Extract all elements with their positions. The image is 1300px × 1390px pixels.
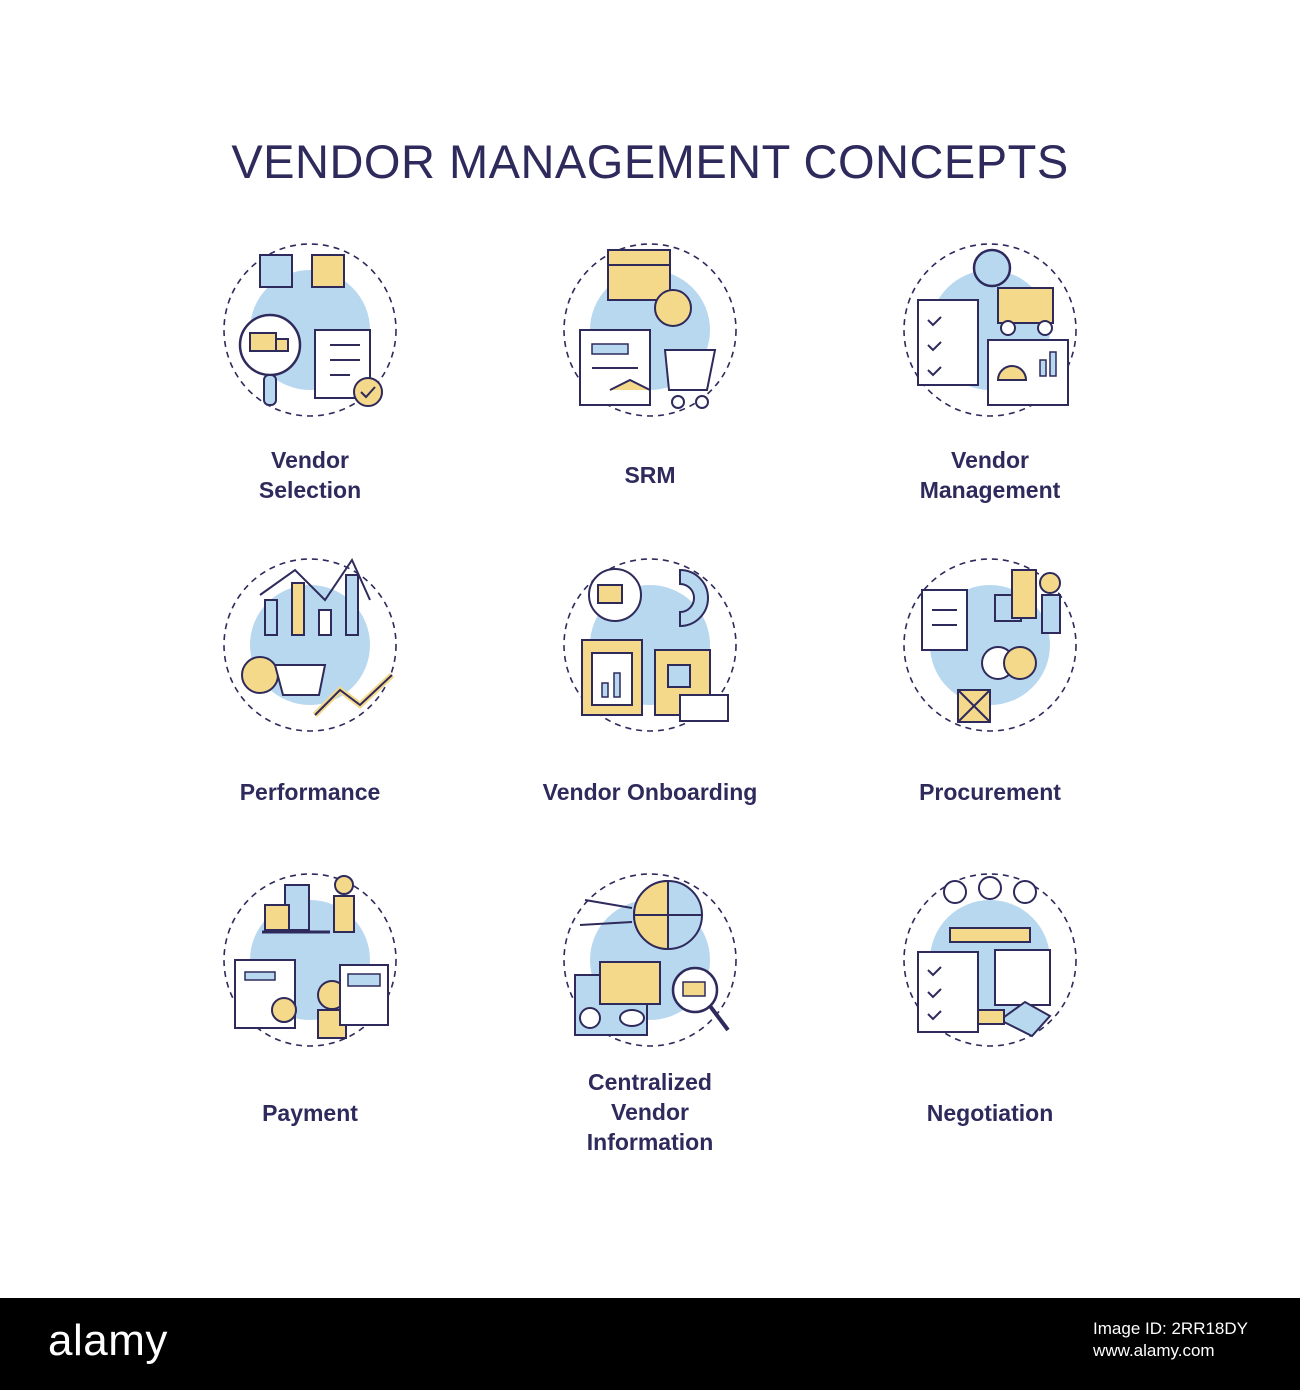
page-title: VENDOR MANAGEMENT CONCEPTS <box>231 135 1069 188</box>
concept-label: Vendor Selection <box>258 447 362 503</box>
concept-label: Vendor Management <box>919 447 1061 503</box>
vendor-management-icon <box>900 240 1080 420</box>
concept-label: Performance <box>239 779 381 805</box>
concept-card-srm: SRM <box>500 240 800 570</box>
concept-label: Negotiation <box>926 1100 1054 1126</box>
watermark-footer: alamy Image ID: 2RR18DY www.alamy.com <box>0 1298 1300 1390</box>
performance-icon <box>220 555 400 735</box>
brand-logo: alamy <box>48 1316 168 1365</box>
image-id-text: Image ID: 2RR18DY <box>1093 1319 1248 1338</box>
site-text: www.alamy.com <box>1093 1341 1215 1360</box>
concept-card-payment: Payment <box>160 870 460 1200</box>
vendor-selection-icon <box>220 240 400 420</box>
concept-card-procurement: Procurement <box>840 555 1140 885</box>
concept-label: Procurement <box>919 779 1061 805</box>
payment-icon <box>220 870 400 1050</box>
vendor-onboarding-icon <box>560 555 740 735</box>
concept-card-centralized-vendor-information: Centralized Vendor Information <box>500 870 800 1200</box>
concept-card-vendor-onboarding: Vendor Onboarding <box>500 555 800 885</box>
srm-icon <box>560 240 740 420</box>
concept-label: Centralized Vendor Information <box>586 1069 714 1155</box>
concept-card-vendor-selection: Vendor Selection <box>160 240 460 570</box>
image-code: Image ID: 2RR18DY www.alamy.com <box>1093 1318 1248 1362</box>
procurement-icon <box>900 555 1080 735</box>
concept-label: Vendor Onboarding <box>542 779 758 805</box>
concept-card-performance: Performance <box>160 555 460 885</box>
concept-label: Payment <box>262 1100 358 1126</box>
centralized-vendor-information-icon <box>560 870 740 1050</box>
concept-card-vendor-management: Vendor Management <box>840 240 1140 570</box>
concept-card-negotiation: Negotiation <box>840 870 1140 1200</box>
negotiation-icon <box>900 870 1080 1050</box>
concept-label: SRM <box>624 462 676 488</box>
